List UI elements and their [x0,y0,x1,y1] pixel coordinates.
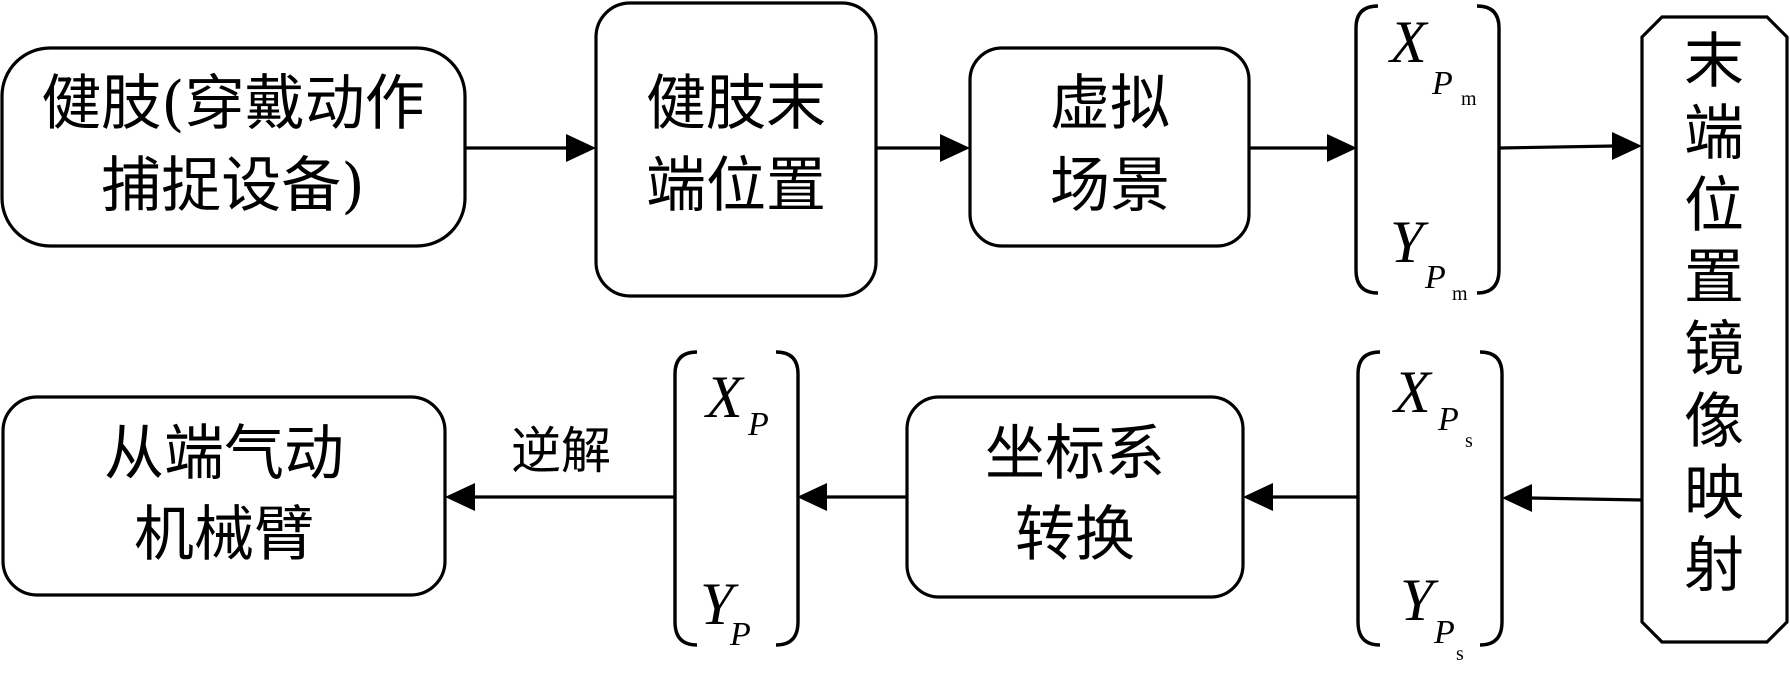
box-mirror-mapping-char-6: 像 [1684,387,1744,457]
vector-slave-right-paren [1479,350,1504,647]
arrow-master-vector-to-mirror-mapping [1499,132,1642,160]
box-slave-arm: 从端气动 机械臂 [1,395,447,597]
box-mirror-mapping-char-3: 位 [1684,171,1744,241]
arrow-virtual-scene-to-master-vector [1249,134,1357,162]
vector-target-x: X [704,364,745,430]
box-capture-device-line1: 健肢(穿戴动作 [41,69,424,139]
box-mirror-mapping-char-7: 映 [1684,459,1744,529]
vector-slave-x-sub: P [1437,401,1459,438]
vector-slave: X P s Y P s [1356,350,1504,665]
vector-master-left-paren [1354,4,1379,295]
box-virtual-scene-line1: 虚拟 [1050,69,1170,139]
box-virtual-scene: 虚拟 场景 [968,46,1251,248]
box-limb-end-position: 健肢末 端位置 [594,1,878,298]
vector-slave-y-sub: P [1433,614,1455,651]
vector-master-right-paren [1476,4,1501,295]
box-slave-arm-line1: 从端气动 [104,419,344,489]
vector-target-y: Y [700,571,739,637]
arrow-mirror-mapping-to-slave-vector [1502,484,1643,512]
arrow-capture-to-limb-end [465,134,596,162]
vector-master-y-subsub: m [1452,283,1468,305]
box-mirror-mapping-char-2: 端 [1684,99,1744,169]
vector-slave-x: X [1392,359,1433,425]
box-capture-device: 健肢(穿戴动作 捕捉设备) [0,46,467,248]
box-coordinate-transform-line2: 转换 [1015,500,1135,570]
arrow-target-vector-to-slave-arm [445,483,675,511]
box-mirror-mapping-char-4: 置 [1684,243,1744,313]
box-capture-device-line2: 捕捉设备) [101,151,364,221]
box-mirror-mapping-char-5: 镜 [1684,315,1744,385]
box-mirror-mapping-char-1: 末 [1684,27,1744,97]
vector-master-x-sub: P [1431,65,1453,102]
vector-master-y: Y [1390,209,1429,275]
arrow-limb-end-to-virtual-scene [876,134,970,162]
box-limb-end-position-line1: 健肢末 [646,69,826,139]
box-slave-arm-line2: 机械臂 [134,500,314,570]
box-virtual-scene-line2: 场景 [1050,151,1170,221]
box-coordinate-transform-line1: 坐标系 [985,419,1165,489]
vector-master-y-sub: P [1424,259,1446,296]
vector-target: X P Y P [673,350,800,653]
vector-target-right-paren [775,350,800,647]
vector-master-x-subsub: m [1461,88,1477,110]
box-limb-end-position-line2: 端位置 [646,151,826,221]
vector-slave-left-paren [1356,350,1381,647]
vector-master-x: X [1388,9,1429,75]
vector-target-left-paren [673,350,698,647]
vector-target-x-sub: P [747,406,769,443]
box-coordinate-transform: 坐标系 转换 [905,395,1245,599]
vector-slave-y-subsub: s [1456,643,1464,665]
box-mirror-mapping-char-8: 射 [1684,531,1744,601]
arrow-coordinate-transform-to-target-vector [797,483,907,511]
box-mirror-mapping: 末 端 位 置 镜 像 映 射 [1640,15,1789,644]
vector-slave-y: Y [1400,567,1439,633]
vector-slave-x-subsub: s [1465,430,1473,452]
vector-target-y-sub: P [729,616,751,653]
vector-master: X P m Y P m [1354,4,1501,305]
edge-label-inverse-solution: 逆解 [511,422,611,480]
arrow-slave-vector-to-coordinate-transform [1243,483,1358,511]
